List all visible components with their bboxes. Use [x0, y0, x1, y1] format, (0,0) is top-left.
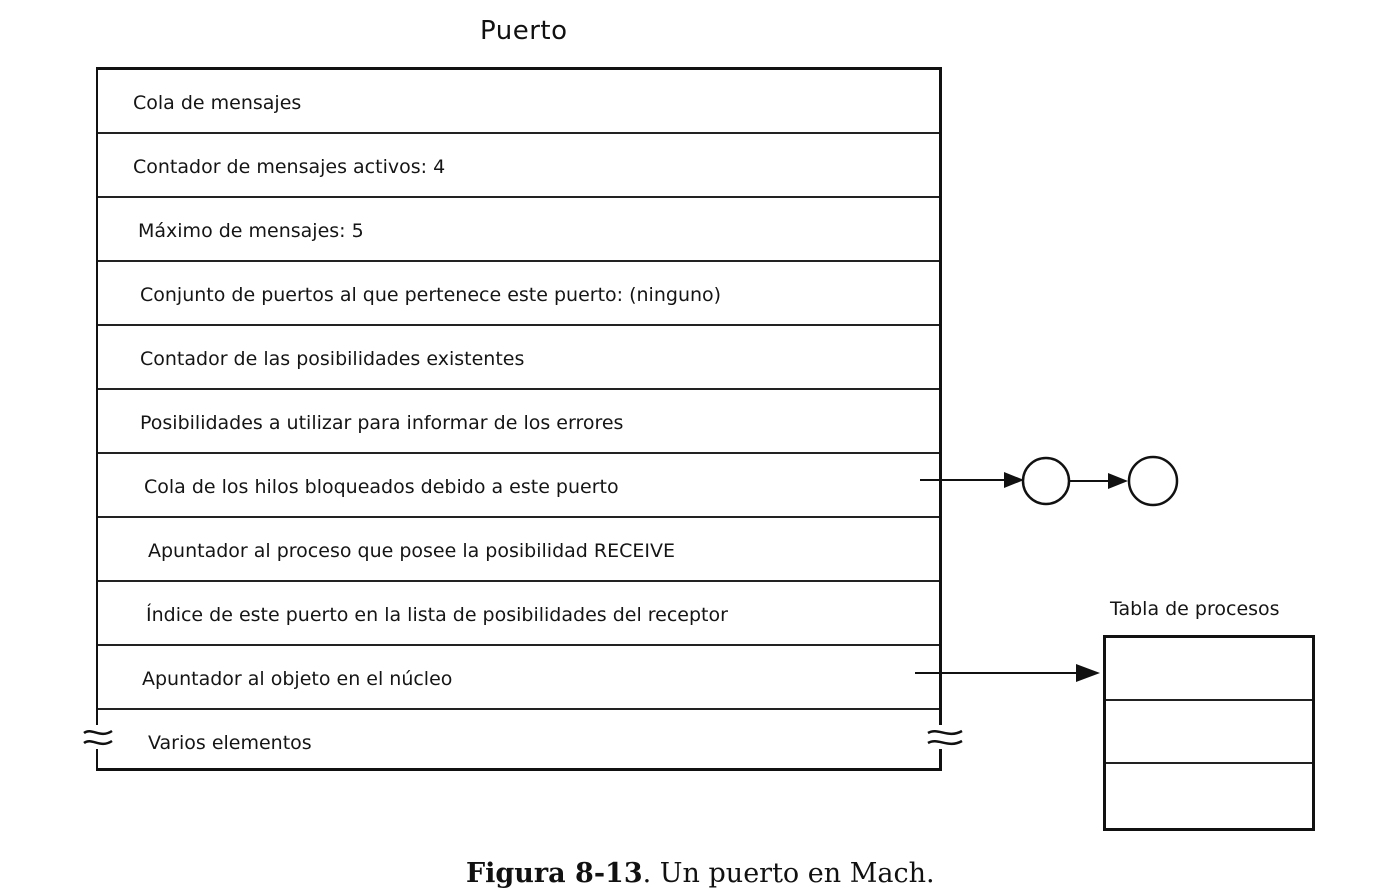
port-structure: Cola de mensajes Contador de mensajes ac… — [96, 67, 942, 771]
blocked-thread-node — [1021, 456, 1071, 506]
field-row-message-queue: Cola de mensajes — [98, 70, 939, 134]
field-row-misc: Varios elementos — [98, 710, 939, 774]
process-table-row — [1106, 701, 1312, 764]
field-row-error-capabilities: Posibilidades a utilizar para informar d… — [98, 390, 939, 454]
kernel-object-arrow — [915, 664, 1100, 682]
process-table-row — [1106, 638, 1312, 701]
field-label: Posibilidades a utilizar para informar d… — [140, 412, 624, 434]
field-row-max-messages: Máximo de mensajes: 5 — [98, 198, 939, 262]
process-table-label: Tabla de procesos — [1110, 598, 1280, 620]
blocked-thread-node — [1127, 455, 1179, 507]
field-row-receive-owner-pointer: Apuntador al proceso que posee la posibi… — [98, 518, 939, 582]
field-row-active-message-count: Contador de mensajes activos: 4 — [98, 134, 939, 198]
field-label: Índice de este puerto en la lista de pos… — [146, 604, 728, 626]
port-title: Puerto — [480, 16, 568, 46]
field-label: Varios elementos — [148, 732, 312, 754]
field-label: Cola de los hilos bloqueados debido a es… — [144, 476, 619, 498]
field-row-blocked-threads-queue: Cola de los hilos bloqueados debido a es… — [98, 454, 939, 518]
figure-caption-text: . Un puerto en Mach. — [642, 858, 935, 889]
thread-link-arrow — [1069, 473, 1128, 489]
field-label: Cola de mensajes — [133, 92, 302, 114]
process-table-row — [1106, 764, 1312, 827]
field-row-receiver-index: Índice de este puerto en la lista de pos… — [98, 582, 939, 646]
figure-caption: Figura 8-13. Un puerto en Mach. — [466, 858, 935, 889]
left-break-mark — [83, 725, 113, 749]
right-break-mark — [927, 725, 963, 749]
field-label: Apuntador al proceso que posee la posibi… — [148, 540, 675, 562]
field-label: Máximo de mensajes: 5 — [138, 220, 364, 242]
field-row-port-set: Conjunto de puertos al que pertenece est… — [98, 262, 939, 326]
field-label: Apuntador al objeto en el núcleo — [142, 668, 453, 690]
field-row-capability-count: Contador de las posibilidades existentes — [98, 326, 939, 390]
figure-number: Figura 8-13 — [466, 858, 643, 889]
field-label: Conjunto de puertos al que pertenece est… — [140, 284, 722, 306]
process-table — [1103, 635, 1315, 831]
field-row-kernel-object-pointer: Apuntador al objeto en el núcleo — [98, 646, 939, 710]
field-label: Contador de mensajes activos: 4 — [133, 156, 446, 178]
field-label: Contador de las posibilidades existentes — [140, 348, 525, 370]
thread-queue-arrow — [920, 472, 1024, 488]
